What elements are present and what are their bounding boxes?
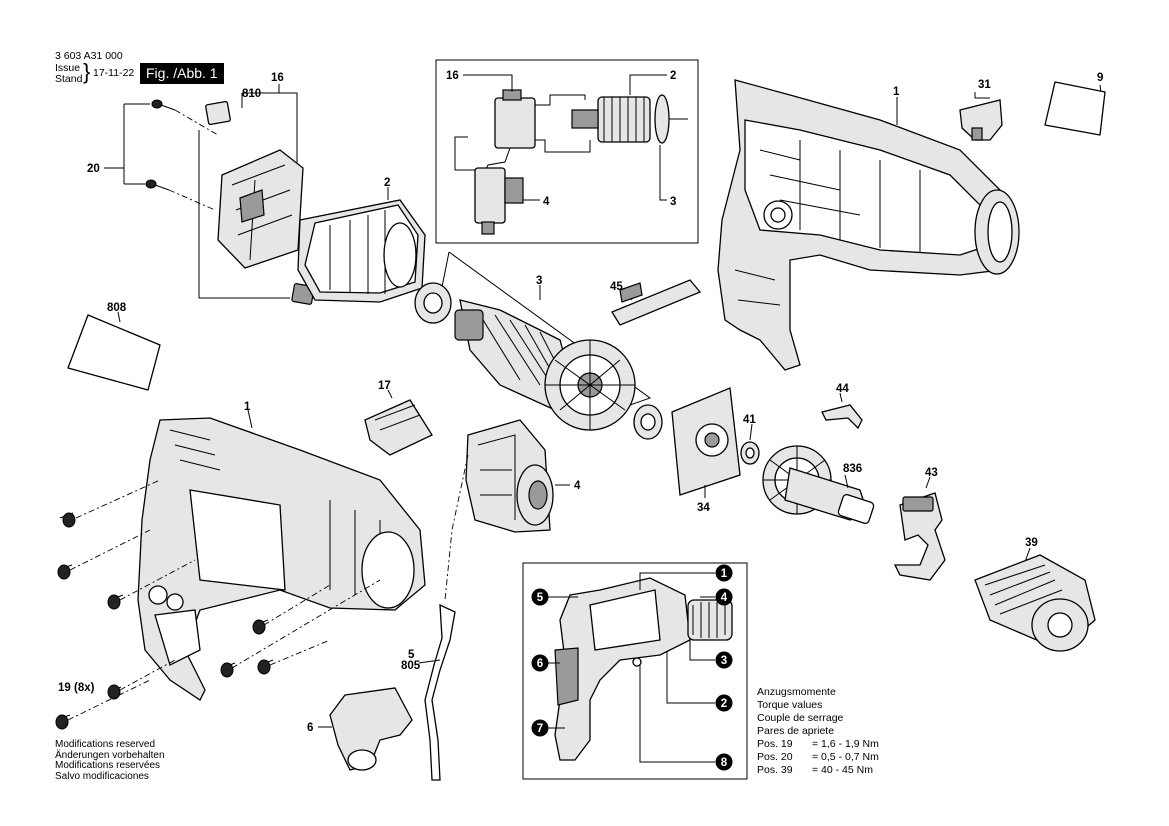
badge-2-label: 2 [721, 698, 727, 710]
callout-19: 19 (8x) [58, 682, 95, 694]
wiring-inset: 16 2 3 4 [435, 59, 699, 244]
part-31 [959, 92, 1003, 141]
callout-808: 808 [107, 302, 127, 314]
torque-row: Pos. 19 = 1,6 - 1,9 Nm [757, 738, 879, 751]
callout-4: 4 [574, 480, 581, 492]
callout-43: 43 [925, 467, 938, 479]
badge-8-label: 8 [721, 757, 728, 769]
brush-holder-16 [198, 84, 315, 305]
modification-notes: Modifications reserved Änderungen vorbeh… [55, 739, 165, 782]
part-43 [893, 476, 946, 581]
part-9 [1044, 81, 1106, 136]
note-line: Modifications reservées [55, 760, 161, 772]
callout-836: 836 [843, 463, 862, 475]
housing-half-1-left [137, 409, 426, 701]
torque-title: Pares de apriete [757, 725, 835, 737]
doc-number: 3 603 A31 000 [55, 50, 123, 62]
callout-39: 39 [1025, 537, 1038, 549]
torque-value: = 1,6 - 1,9 Nm [812, 738, 879, 750]
badge-5: 5 [531, 588, 549, 606]
badge-6-label: 6 [537, 658, 543, 670]
callout-810: 810 [242, 88, 261, 100]
callout-1-right: 1 [893, 86, 900, 98]
chuck-39 [974, 547, 1096, 652]
screws-20 [104, 99, 219, 211]
callout-9: 9 [1097, 72, 1103, 84]
inset-callout-16: 16 [446, 70, 459, 82]
callout-31: 31 [978, 79, 991, 91]
badge-4: 4 [715, 588, 733, 606]
issue-date: 17-11-22 [93, 67, 135, 79]
issue-label: Issue [55, 62, 81, 74]
armature-3 [414, 251, 663, 440]
torque-pos: Pos. 19 [757, 738, 793, 750]
gear-spindle-836 [762, 445, 875, 525]
torque-value: = 0,5 - 0,7 Nm [812, 751, 879, 763]
inset-callout-2: 2 [670, 70, 676, 82]
torque-row: Pos. 39 = 40 - 45 Nm [757, 764, 879, 777]
torque-pos: Pos. 39 [757, 764, 793, 776]
badge-3: 3 [715, 651, 733, 669]
badge-8: 8 [715, 753, 733, 771]
badge-5-label: 5 [537, 592, 544, 604]
figure-label: Fig. /Abb. 1 [140, 63, 224, 84]
callout-20: 20 [87, 163, 100, 175]
badge-2: 2 [715, 694, 733, 712]
callout-16: 16 [271, 72, 284, 84]
part-34 [671, 387, 741, 498]
screws-19 [55, 479, 381, 730]
stand-label: Stand [55, 73, 83, 85]
torque-title: Torque values [757, 699, 823, 711]
torque-title: Couple de serrage [757, 712, 844, 724]
field-2 [297, 187, 426, 303]
callout-41: 41 [743, 414, 756, 426]
torque-row: Pos. 20 = 0,5 - 0,7 Nm [757, 751, 879, 764]
badge-7-label: 7 [537, 723, 543, 735]
badge-1: 1 [715, 564, 733, 582]
issue-bracket: } [83, 59, 91, 84]
callout-805: 805 [401, 660, 421, 672]
callout-3: 3 [536, 275, 542, 287]
badge-6: 6 [531, 654, 549, 672]
note-line: Änderungen vorbehalten [55, 749, 165, 761]
housing-half-1-right [717, 79, 1020, 371]
part-808 [67, 311, 161, 391]
legend-box [522, 562, 748, 780]
callout-2: 2 [384, 177, 390, 189]
torque-title: Anzugsmomente [757, 686, 836, 698]
part-17 [364, 389, 433, 456]
part-45 [611, 279, 702, 326]
badge-1-label: 1 [721, 568, 728, 580]
callout-17: 17 [378, 380, 391, 392]
callout-45: 45 [610, 281, 623, 293]
callout-1-left: 1 [244, 401, 251, 413]
callout-44: 44 [836, 383, 849, 395]
strain-relief-6 [318, 687, 413, 771]
inset-callout-4: 4 [543, 196, 550, 208]
callout-34: 34 [697, 502, 710, 514]
badge-4-label: 4 [721, 592, 728, 604]
torque-pos: Pos. 20 [757, 751, 793, 763]
note-line: Salvo modificaciones [55, 770, 149, 782]
callout-6: 6 [307, 722, 313, 734]
note-line: Modifications reserved [55, 739, 156, 750]
part-41 [740, 423, 760, 465]
callout-5: 5 [408, 649, 415, 661]
switch-4 [465, 419, 570, 533]
torque-value: = 40 - 45 Nm [812, 764, 873, 776]
part-44 [821, 392, 863, 430]
cord-5-805 [418, 454, 469, 781]
badge-7: 7 [531, 719, 549, 737]
torque-values: Anzugsmomente Torque values Couple de se… [757, 686, 879, 777]
inset-callout-3: 3 [670, 196, 676, 208]
badge-3-label: 3 [721, 655, 727, 667]
